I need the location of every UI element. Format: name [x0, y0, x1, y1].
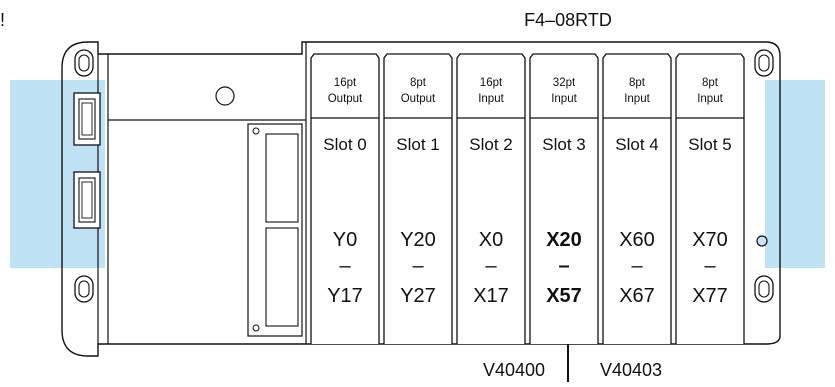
address-dash: – — [558, 255, 569, 277]
slot-label: Slot 2 — [469, 135, 512, 154]
address-end: X77 — [692, 285, 728, 307]
address-start: X60 — [619, 229, 655, 251]
module-points: 8pt — [702, 77, 719, 89]
address-dash: – — [485, 255, 497, 277]
address-end: Y27 — [400, 285, 436, 307]
mount-hole-bottom-right — [754, 275, 774, 303]
module-title: F4–08RTD — [524, 10, 612, 30]
v-memory-right: V40403 — [600, 360, 662, 380]
power-led-icon — [756, 235, 768, 247]
right-band — [765, 80, 825, 268]
module-points: 8pt — [629, 77, 646, 89]
address-start: Y20 — [400, 229, 436, 251]
mount-hole-top-left — [74, 49, 94, 77]
module-io-type: Input — [478, 93, 504, 105]
module-points: 8pt — [410, 77, 427, 89]
address-start: X20 — [546, 229, 582, 251]
module-points: 16pt — [334, 77, 357, 89]
mount-hole-bottom-left — [74, 275, 94, 303]
address-start: Y0 — [333, 229, 357, 251]
address-dash: – — [631, 255, 643, 277]
corner-mark: ! — [0, 10, 5, 30]
module-io-type: Output — [401, 93, 436, 105]
slot-label: Slot 3 — [542, 135, 585, 154]
cpu-panel — [108, 42, 307, 344]
slot-label: Slot 0 — [323, 135, 366, 154]
comm-port-top — [73, 92, 101, 146]
v-memory-left: V40400 — [483, 360, 545, 380]
module-points: 16pt — [480, 77, 503, 89]
module-io-type: Input — [551, 93, 577, 105]
slot-label: Slot 5 — [688, 135, 731, 154]
mount-hole-top-right — [754, 49, 774, 77]
slot-label: Slot 4 — [615, 135, 658, 154]
module-points: 32pt — [553, 77, 576, 89]
address-dash: – — [412, 255, 424, 277]
address-end: Y17 — [327, 285, 363, 307]
address-start: X0 — [479, 229, 503, 251]
address-dash: – — [339, 255, 351, 277]
slot-label: Slot 1 — [396, 135, 439, 154]
module-io-type: Output — [328, 93, 363, 105]
address-end: X57 — [546, 285, 582, 307]
chassis-outline — [61, 41, 781, 357]
module-io-type: Input — [697, 93, 723, 105]
comm-port-bottom — [73, 171, 101, 229]
address-start: X70 — [692, 229, 728, 251]
address-end: X67 — [619, 285, 655, 307]
status-indicator — [215, 86, 235, 106]
address-end: X17 — [473, 285, 509, 307]
module-io-type: Input — [624, 93, 650, 105]
address-dash: – — [704, 255, 716, 277]
